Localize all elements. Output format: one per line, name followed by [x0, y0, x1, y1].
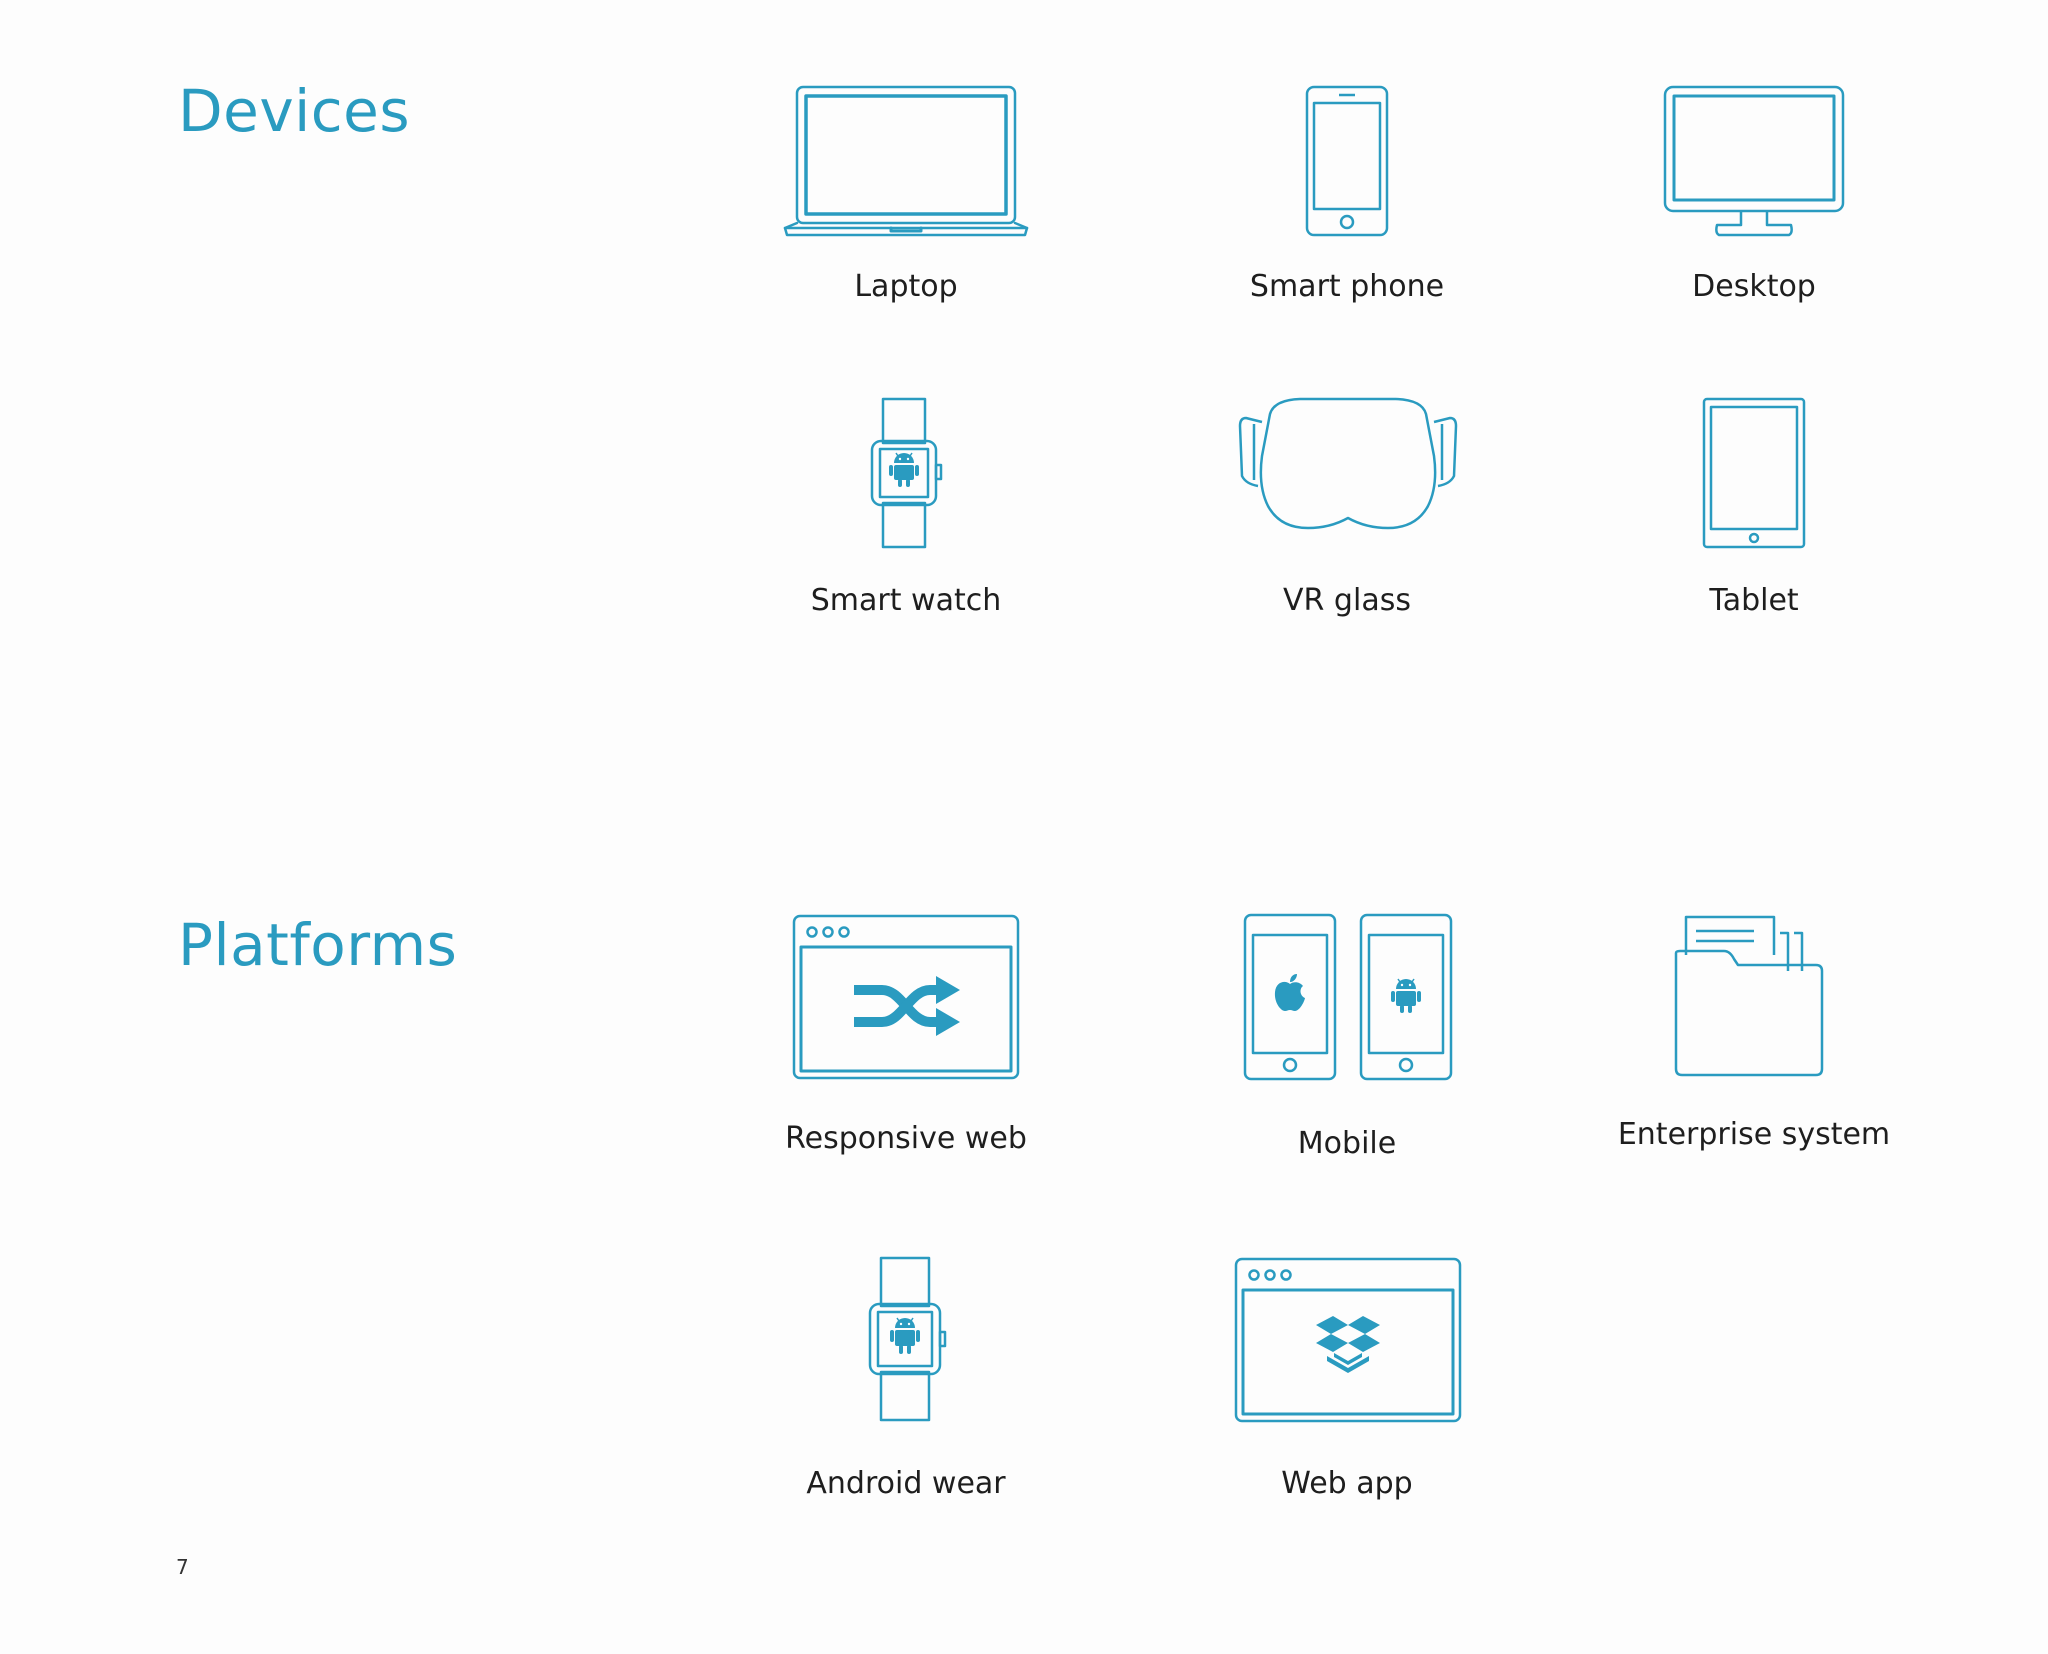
android-watch-icon — [868, 1256, 948, 1422]
browser-dropbox-icon — [1234, 1257, 1462, 1423]
platforms-heading: Platforms — [178, 911, 458, 979]
smart-watch-label: Smart watch — [810, 583, 1002, 618]
page-number: 7 — [176, 1555, 189, 1579]
responsive-web-label: Responsive web — [785, 1121, 1027, 1156]
vr-glass-label: VR glass — [1283, 583, 1411, 618]
smart-phone-label: Smart phone — [1249, 269, 1445, 304]
laptop-label: Laptop — [854, 269, 958, 304]
desktop-label: Desktop — [1692, 269, 1816, 304]
browser-shuffle-icon — [792, 914, 1020, 1080]
tablet-icon — [1702, 397, 1806, 549]
tablet-label: Tablet — [1709, 583, 1799, 618]
desktop-monitor-icon — [1663, 85, 1845, 239]
folder-documents-icon — [1674, 915, 1826, 1077]
enterprise-system-label: Enterprise system — [1617, 1117, 1891, 1152]
mobile-label: Mobile — [1297, 1126, 1397, 1161]
ios-android-phones-icon — [1243, 913, 1453, 1081]
laptop-icon — [783, 85, 1029, 239]
smartphone-icon — [1305, 85, 1389, 237]
devices-heading: Devices — [178, 77, 411, 145]
android-wear-label: Android wear — [806, 1466, 1006, 1501]
web-app-label: Web app — [1281, 1466, 1413, 1501]
vr-headset-icon — [1220, 396, 1476, 536]
smartwatch-icon — [870, 397, 944, 549]
